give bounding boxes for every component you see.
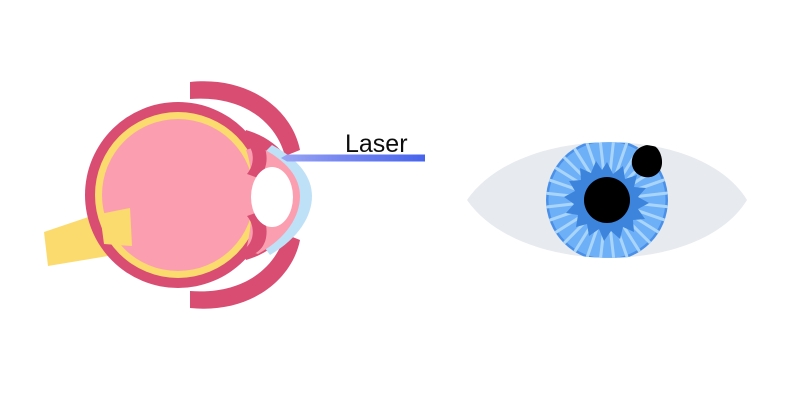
eye-front-view [467,142,747,258]
cornea-shape [262,145,312,255]
conjunctiva-arc-top-shape [190,81,300,156]
iris-striation [608,142,616,176]
optic-nerve-head-shape [100,208,132,246]
laser-annotation: Laser [281,130,425,162]
iris-striation [614,142,629,177]
eye-cross-section [44,81,312,309]
laser-label: Laser [345,130,408,158]
conjunctiva-arc-bottom-shape [190,234,300,309]
pupil-shape [584,177,630,223]
iris-lower-shape [239,212,267,257]
iris-upper-shape [239,133,267,178]
vitreous-body-shape [102,119,254,271]
laser-beam [281,154,425,162]
lesion-spot-shape [631,144,663,178]
lens-shape [251,167,293,227]
